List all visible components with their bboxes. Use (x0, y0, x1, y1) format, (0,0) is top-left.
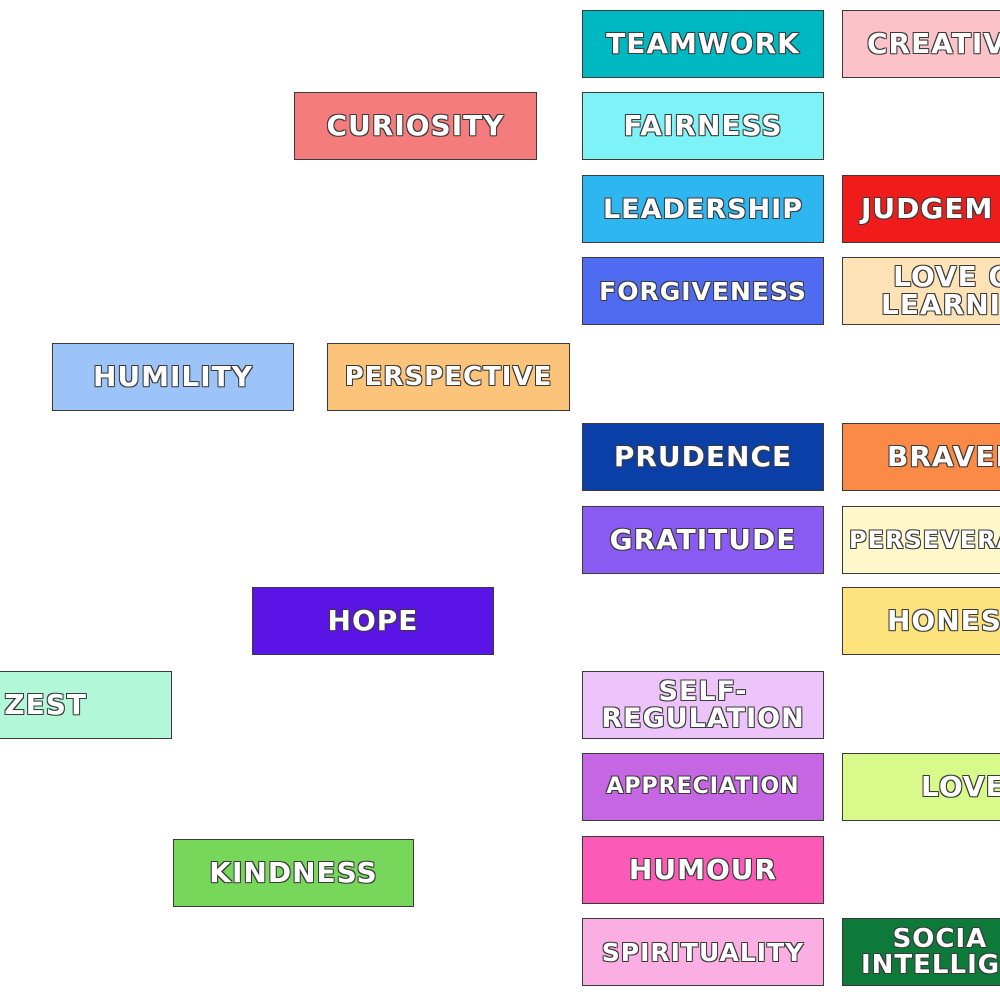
card-gratitude[interactable]: GRATITUDE (582, 506, 824, 574)
card-love-of-learning[interactable]: LOVE O LEARNIN (842, 257, 1000, 325)
card-label: LOVE O LEARNIN (880, 260, 1000, 321)
card-teamwork[interactable]: TEAMWORK (582, 10, 824, 78)
card-label: PRUDENCE (613, 440, 793, 473)
card-perseverance[interactable]: PERSEVERA (842, 506, 1000, 574)
card-perspective[interactable]: PERSPECTIVE (327, 343, 570, 411)
card-label: FORGIVENESS (599, 276, 807, 306)
card-fairness[interactable]: FAIRNESS (582, 92, 824, 160)
card-bravery[interactable]: BRAVER (842, 423, 1000, 491)
card-label: PERSEVERA (848, 526, 1000, 554)
card-label: SOCIA INTELLIGE (861, 924, 1000, 980)
card-forgiveness[interactable]: FORGIVENESS (582, 257, 824, 325)
card-humility[interactable]: HUMILITY (52, 343, 294, 411)
card-label: HOPE (327, 604, 419, 637)
card-label: ZEST (4, 688, 87, 721)
card-social-intelligence[interactable]: SOCIA INTELLIGE (842, 918, 1000, 986)
card-label: SPIRITUALITY (601, 937, 805, 967)
card-label: HONEST (886, 604, 1000, 637)
card-label: KINDNESS (209, 856, 378, 889)
card-label: TEAMWORK (606, 27, 800, 60)
card-label: PERSPECTIVE (344, 362, 553, 392)
card-label: JUDGEM (860, 192, 994, 225)
card-creativity[interactable]: CREATIVI (842, 10, 1000, 78)
card-label: GRATITUDE (609, 523, 797, 556)
card-label: HUMILITY (92, 360, 254, 393)
card-label: BRAVER (886, 440, 1000, 473)
card-label: LEADERSHIP (602, 193, 804, 225)
card-spirituality[interactable]: SPIRITUALITY (582, 918, 824, 986)
card-humour[interactable]: HUMOUR (582, 836, 824, 904)
card-zest[interactable]: ZEST (0, 671, 172, 739)
card-curiosity[interactable]: CURIOSITY (294, 92, 537, 160)
card-label: SELF- REGULATION (601, 676, 805, 734)
card-kindness[interactable]: KINDNESS (173, 839, 414, 907)
card-label: LOVE (921, 770, 1000, 803)
card-label: APPRECIATION (606, 774, 800, 799)
card-judgement[interactable]: JUDGEM (842, 175, 1000, 243)
card-self-regulation[interactable]: SELF- REGULATION (582, 671, 824, 739)
card-prudence[interactable]: PRUDENCE (582, 423, 824, 491)
card-leadership[interactable]: LEADERSHIP (582, 175, 824, 243)
card-honesty[interactable]: HONEST (842, 587, 1000, 655)
card-label: FAIRNESS (623, 109, 783, 142)
card-hope[interactable]: HOPE (252, 587, 494, 655)
card-love[interactable]: LOVE (842, 753, 1000, 821)
card-label: CREATIVI (866, 27, 1000, 60)
card-label: HUMOUR (628, 853, 778, 886)
card-label: CURIOSITY (326, 109, 505, 142)
card-appreciation[interactable]: APPRECIATION (582, 753, 824, 821)
